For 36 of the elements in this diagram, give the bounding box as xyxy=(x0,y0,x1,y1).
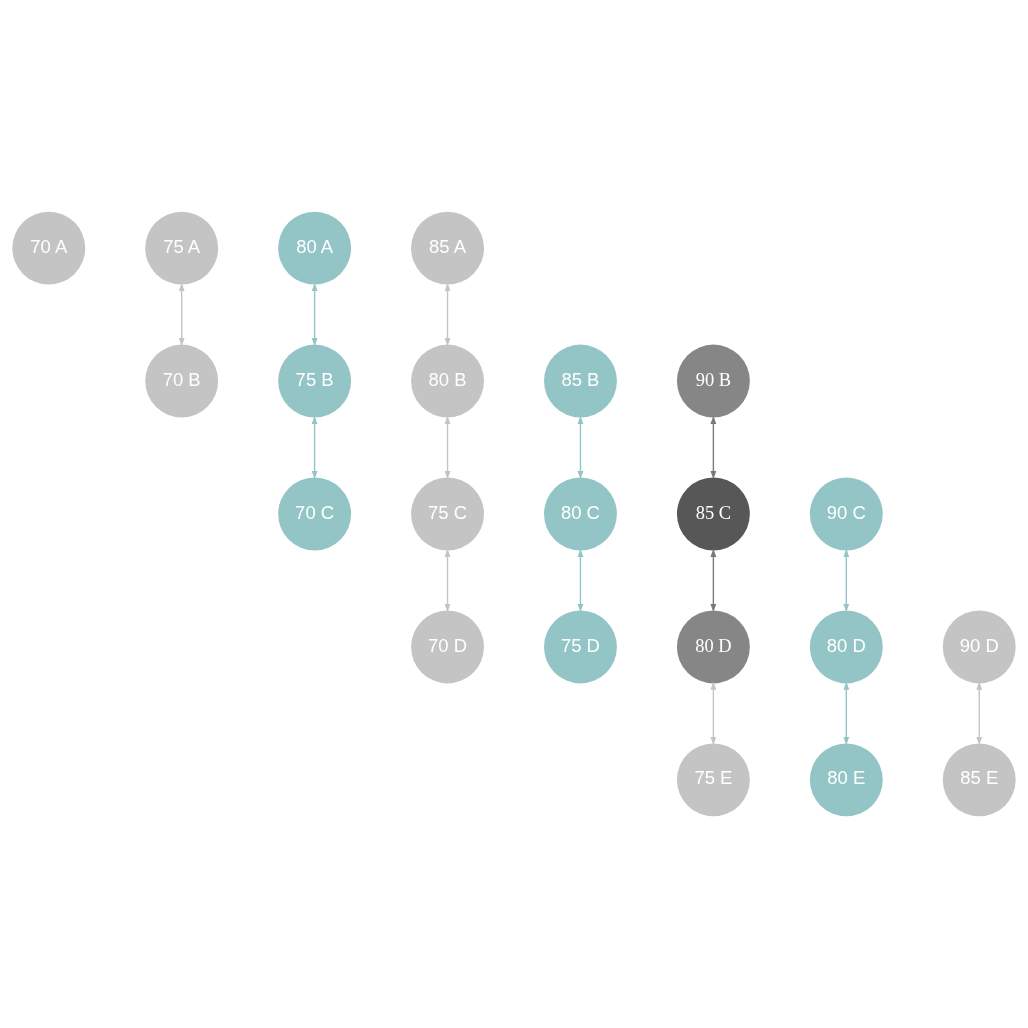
node-circle: 80 D xyxy=(809,610,883,684)
arrow xyxy=(311,282,318,347)
node-circle: 80 A xyxy=(278,211,352,285)
node-circle: 70 D xyxy=(411,610,484,684)
node-circle: 85 C xyxy=(676,477,750,551)
arrow xyxy=(976,681,983,746)
arrow xyxy=(710,415,717,480)
arrow xyxy=(178,282,185,347)
node-circle: 70 C xyxy=(278,477,352,551)
node-circle: 75 B xyxy=(278,344,352,418)
arrow xyxy=(577,548,584,613)
arrow xyxy=(710,548,717,613)
arrow xyxy=(444,415,451,480)
node-circle: 80 E xyxy=(809,743,883,817)
arrow xyxy=(444,548,451,613)
node-circle: 90 C xyxy=(809,477,883,551)
node-circle: 70 B xyxy=(145,344,219,418)
arrow xyxy=(843,681,850,746)
node-circle: 70 A xyxy=(12,211,86,285)
node-circle: 80 B xyxy=(411,344,484,418)
arrow xyxy=(710,681,717,746)
arrow xyxy=(311,415,318,480)
node-circle: 75 A xyxy=(145,211,219,285)
node-circle: 80 D xyxy=(676,610,750,684)
node-circle: 75 E xyxy=(676,743,750,817)
node-circle: 75 C xyxy=(411,477,484,551)
node-circle: 90 B xyxy=(676,344,750,418)
node-circle: 80 C xyxy=(544,477,617,551)
node-circle: 85 E xyxy=(942,743,1016,817)
node-circle: 85 A xyxy=(411,211,484,285)
node-circle: 90 D xyxy=(942,610,1016,684)
arrow xyxy=(444,282,451,347)
node-circle: 85 B xyxy=(544,344,617,418)
arrow xyxy=(843,548,850,613)
node-circle: 75 D xyxy=(544,610,617,684)
arrow xyxy=(577,415,584,480)
